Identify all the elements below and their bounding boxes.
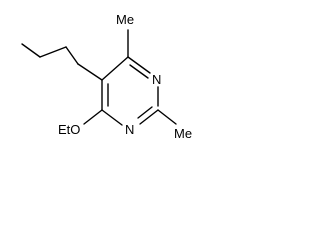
nitrogen-upper-label: N [152,72,161,87]
bond-c2-n1-double [137,106,153,119]
ethoxy-label: EtO [58,122,80,137]
bond-c5-c4 [101,56,129,81]
nitrogen-lower-label: N [125,122,134,137]
bond-n1-c6 [101,109,123,126]
bond-butyl-4 [21,43,41,58]
bond-c2-methyl [157,109,177,125]
methyl-top-label: Me [116,12,134,27]
bond-butyl-1 [77,63,103,81]
bond-c4-n3-double [129,64,149,79]
bond-c4-n3 [127,56,151,74]
bond-butyl-3 [39,46,67,58]
bond-butyl-2 [65,46,79,65]
bond-c6-oxygen [83,109,103,125]
molecule-structure: Me N Me N EtO [21,12,192,141]
methyl-right-label: Me [174,126,192,141]
bond-c2-n1 [139,109,159,125]
